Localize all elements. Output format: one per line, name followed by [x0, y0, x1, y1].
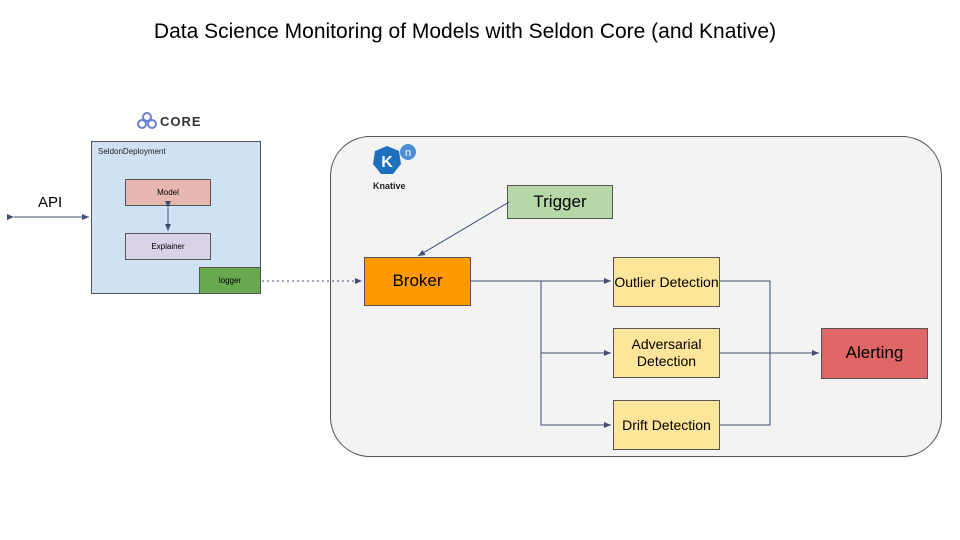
trigger-label: Trigger	[533, 191, 587, 211]
seldon-deployment-label: SeldonDeployment	[98, 147, 166, 156]
broker-to-drift-arrow	[540, 353, 611, 428]
drift-detection-box: Drift Detection	[613, 400, 720, 450]
broker-box: Broker	[364, 257, 471, 306]
drift-detection-label: Drift Detection	[622, 416, 711, 433]
adversarial-detection-label: Adversarial Detection	[631, 336, 702, 369]
adversarial-detection-box: Adversarial Detection	[613, 328, 720, 378]
core-logo-text: CORE	[160, 113, 202, 129]
knative-logo: K n	[371, 143, 419, 193]
trigger-box: Trigger	[507, 185, 613, 219]
knative-logo-text: Knative	[373, 181, 406, 191]
broker-to-adversarial-arrow	[540, 281, 611, 356]
trigger-to-broker-arrow	[417, 201, 510, 257]
seldon-core-logo: CORE	[137, 112, 202, 130]
alerting-label: Alerting	[845, 343, 904, 363]
seldon-logo-icon	[137, 112, 157, 129]
explainer-label: Explainer	[151, 241, 185, 251]
logger-label: logger	[218, 275, 242, 285]
alerting-box: Alerting	[821, 328, 928, 379]
logger-box: logger	[199, 267, 261, 294]
outlier-detection-box: Outlier Detection	[613, 257, 720, 307]
broker-label: Broker	[392, 271, 443, 291]
diagram-title: Data Science Monitoring of Models with S…	[153, 20, 777, 43]
knative-logo-letter: K	[381, 154, 393, 171]
api-label: API	[38, 194, 63, 211]
explainer-box: Explainer	[125, 233, 211, 260]
outlier-detection-label: Outlier Detection	[614, 273, 719, 290]
knative-logo-icon: K n	[373, 144, 416, 174]
model-label: Model	[157, 187, 179, 197]
knative-logo-sup: n	[405, 147, 411, 159]
